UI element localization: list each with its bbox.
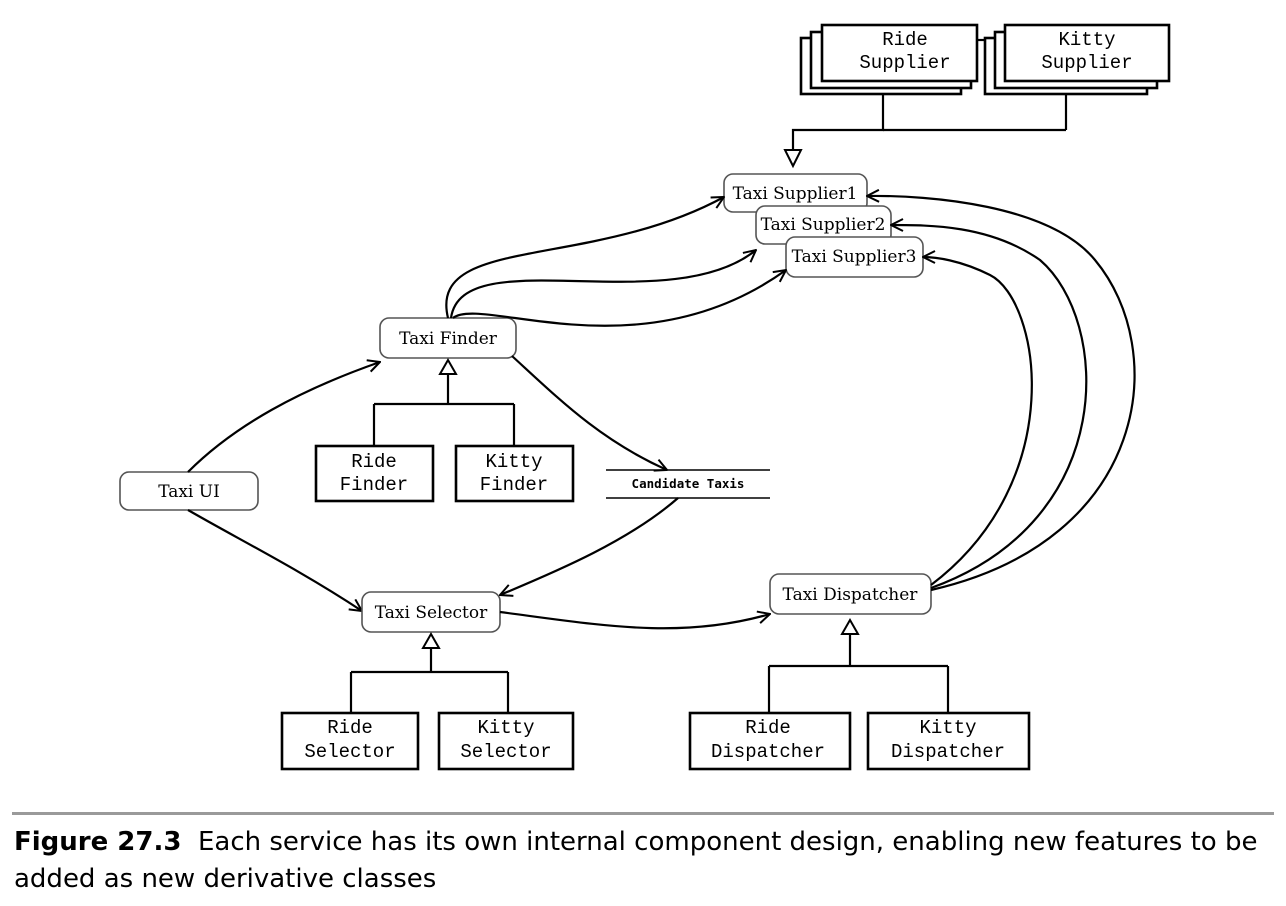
- figure-caption-label: Figure 27.3: [14, 827, 182, 857]
- ride-supplier-line2: Supplier: [859, 52, 950, 74]
- taxi-supplier3-node: Taxi Supplier3: [785, 236, 924, 278]
- ride-dispatcher-node: Ride Dispatcher: [688, 711, 852, 771]
- candidate-taxis-label: Candidate Taxis: [632, 476, 745, 491]
- taxi-supplier1-label: Taxi Supplier1: [733, 184, 858, 204]
- finder-inherit-arrowhead: [438, 357, 458, 375]
- ride-finder-line1: Ride: [351, 451, 397, 473]
- kitty-dispatcher-line1: Kitty: [919, 717, 976, 739]
- taxi-finder-label: Taxi Finder: [399, 329, 498, 349]
- selector-to-dispatcher-arrow: [499, 612, 770, 630]
- supplier-inherit-arrowhead: [783, 149, 803, 169]
- kitty-supplier-line1: Kitty: [1058, 29, 1115, 51]
- dispatcher-to-supplier2-arrow: [891, 225, 1088, 590]
- candidate-to-selector-arrow: [500, 497, 679, 595]
- kitty-finder-node: Kitty Finder: [454, 444, 575, 503]
- taxi-selector-label: Taxi Selector: [375, 603, 488, 623]
- ride-supplier-line1: Ride: [882, 29, 928, 51]
- finder-to-supplier3-arrow: [452, 270, 786, 327]
- taxi-dispatcher-label: Taxi Dispatcher: [783, 585, 919, 605]
- dispatcher-inheritance: [767, 617, 950, 713]
- ride-finder-line2: Finder: [340, 474, 408, 496]
- taxi-supplier2-node: Taxi Supplier2: [755, 205, 892, 245]
- kitty-finder-line2: Finder: [480, 474, 548, 496]
- taxi-finder-node: Taxi Finder: [379, 317, 517, 359]
- kitty-supplier-stack: Kitty Supplier: [983, 23, 1171, 96]
- ride-selector-line1: Ride: [327, 717, 373, 739]
- kitty-selector-node: Kitty Selector: [437, 711, 575, 771]
- ride-selector-line2: Selector: [304, 741, 395, 763]
- taxi-ui-node: Taxi UI: [119, 471, 259, 511]
- ride-supplier-stack: Ride Supplier: [799, 23, 979, 96]
- dispatcher-to-supplier3-arrow: [923, 257, 1033, 586]
- kitty-supplier-line2: Supplier: [1041, 52, 1132, 74]
- figure-caption-text: Each service has its own internal compon…: [14, 827, 1258, 894]
- finder-to-supplier2-arrow: [449, 250, 756, 319]
- taxi-service-diagram: Ride Supplier Kitty Supplier Taxi Suppli…: [119, 23, 1171, 771]
- finder-to-candidate-arrow: [511, 355, 667, 470]
- supplier-inheritance: [783, 94, 1068, 169]
- candidate-taxis-store: Candidate Taxis: [606, 469, 770, 499]
- kitty-selector-line2: Selector: [460, 741, 551, 763]
- finder-inheritance: [372, 357, 516, 446]
- ride-selector-node: Ride Selector: [280, 711, 420, 771]
- taxi-supplier2-label: Taxi Supplier2: [761, 215, 886, 235]
- dispatcher-to-supplier1-arrow: [867, 196, 1136, 592]
- taxi-supplier3-label: Taxi Supplier3: [792, 247, 917, 267]
- kitty-dispatcher-node: Kitty Dispatcher: [866, 711, 1031, 771]
- kitty-finder-line1: Kitty: [485, 451, 542, 473]
- kitty-selector-line1: Kitty: [477, 717, 534, 739]
- figure-caption: Figure 27.3 Each service has its own int…: [14, 824, 1276, 898]
- caption-divider: [12, 812, 1274, 815]
- dispatcher-inherit-arrowhead: [840, 617, 860, 635]
- ui-to-finder-arrow: [187, 362, 380, 473]
- ride-dispatcher-line2: Dispatcher: [711, 741, 825, 763]
- taxi-ui-label: Taxi UI: [158, 482, 220, 502]
- ride-finder-node: Ride Finder: [314, 444, 435, 503]
- selector-inherit-arrowhead: [421, 631, 441, 649]
- taxi-selector-node: Taxi Selector: [361, 591, 501, 633]
- ui-to-selector-arrow: [187, 509, 362, 611]
- kitty-dispatcher-line2: Dispatcher: [891, 741, 1005, 763]
- finder-to-supplier1-arrow: [445, 197, 724, 319]
- ride-dispatcher-line1: Ride: [745, 717, 791, 739]
- taxi-supplier1-node: Taxi Supplier1: [723, 173, 868, 213]
- taxi-dispatcher-node: Taxi Dispatcher: [769, 573, 932, 615]
- selector-inheritance: [349, 631, 510, 713]
